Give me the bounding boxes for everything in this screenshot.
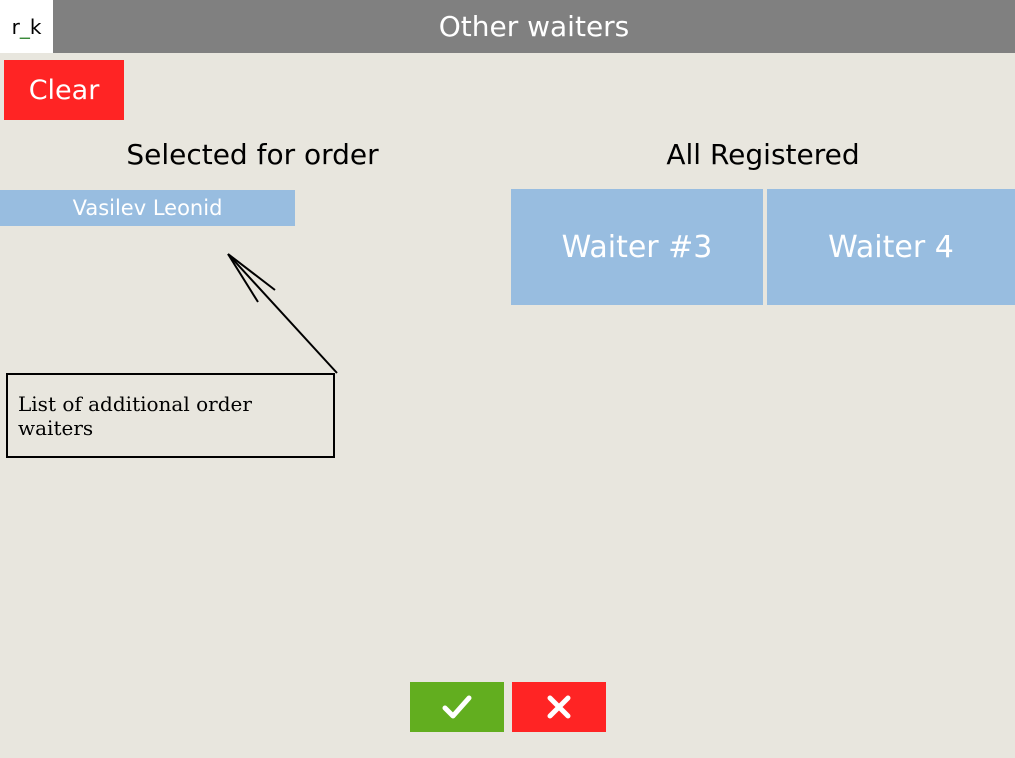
title-bar: r_k Other waiters <box>0 0 1015 53</box>
logo-text-left: r <box>11 14 20 39</box>
registered-heading: All Registered <box>666 138 860 171</box>
registered-waiter-3-button[interactable]: Waiter #3 <box>511 189 763 305</box>
arrow-head-right <box>227 253 276 291</box>
logo-text-right: k <box>29 14 42 39</box>
close-icon <box>547 695 571 719</box>
clear-button[interactable]: Clear <box>4 60 124 120</box>
arrow-head-left <box>227 253 259 303</box>
selected-waiter-item[interactable]: Vasilev Leonid <box>0 190 295 226</box>
annotation-text: List of additional order waiters <box>18 391 252 440</box>
registered-waiter-4-button[interactable]: Waiter 4 <box>767 189 1015 305</box>
app-logo: r_k <box>0 0 53 53</box>
logo-text-mid: _ <box>19 14 30 39</box>
annotation-callout: List of additional order waiters <box>6 373 335 458</box>
window-title: Other waiters <box>438 10 630 43</box>
arrow-shaft <box>227 253 338 374</box>
confirm-button[interactable] <box>410 682 504 732</box>
checkmark-icon <box>442 695 472 719</box>
cancel-button[interactable] <box>512 682 606 732</box>
selected-heading: Selected for order <box>126 138 379 171</box>
